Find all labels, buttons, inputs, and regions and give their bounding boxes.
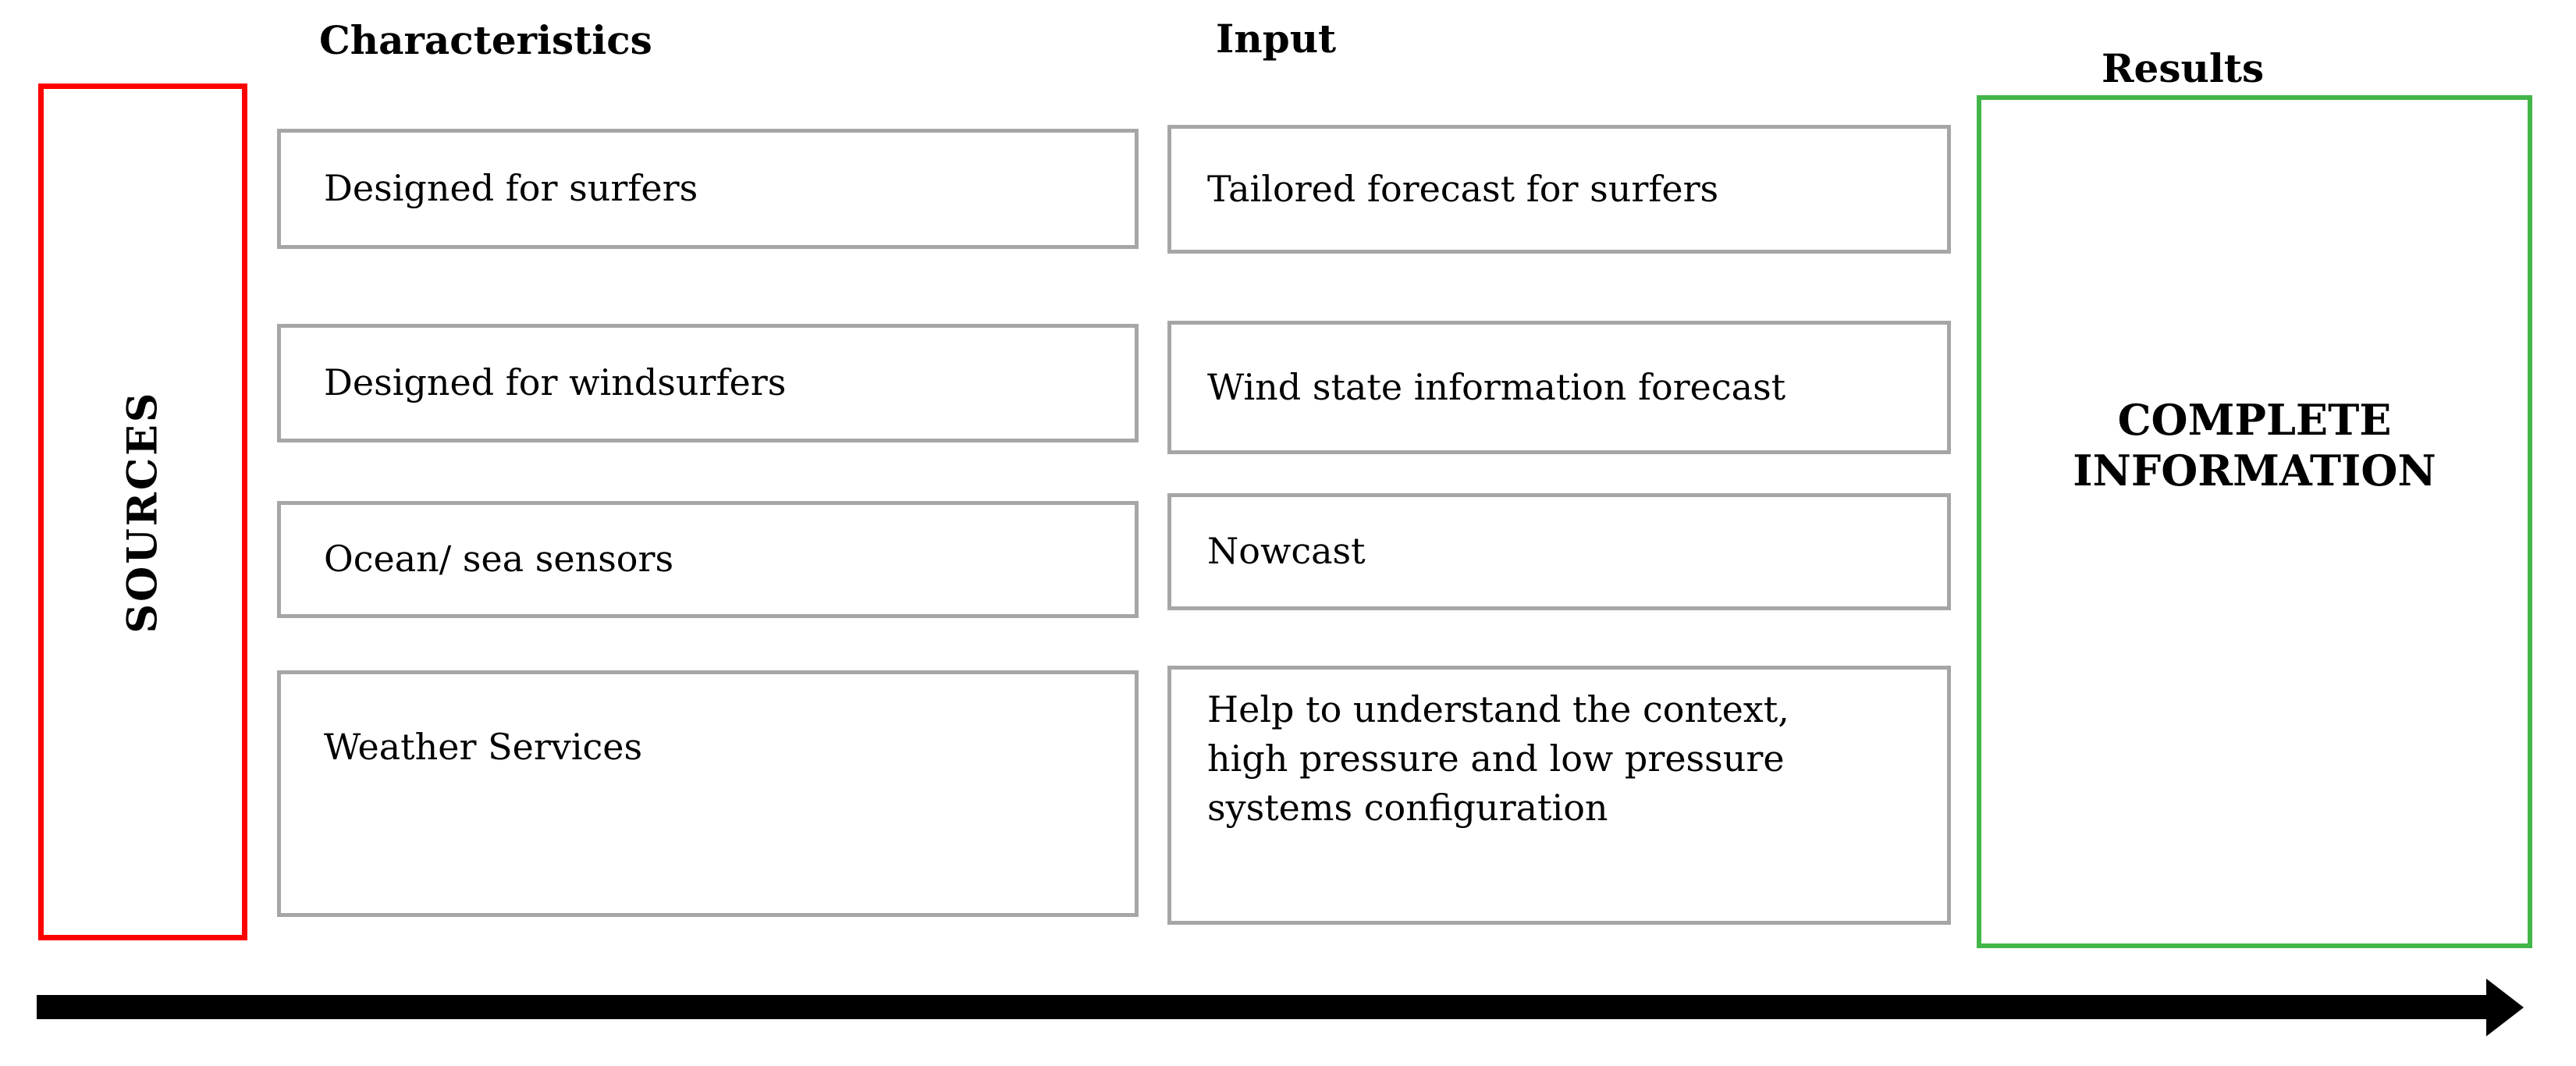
input-item-context-pressure-systems: Help to understand the context, high pre… [1167,666,1951,925]
item-label: Ocean/ sea sensors [324,538,674,581]
item-label: Help to understand the context, high pre… [1207,688,1789,830]
complete-information-label: COMPLETE INFORMATION [2073,395,2436,496]
characteristics-item-weather-services: Weather Services [277,670,1139,917]
item-label: Tailored forecast for surfers [1207,167,1719,210]
item-label: Weather Services [324,726,643,768]
characteristics-item-designed-for-surfers: Designed for surfers [277,129,1139,249]
item-label: Designed for windsurfers [324,361,787,404]
timeline-arrow-head-icon [2486,979,2524,1036]
characteristics-item-designed-for-windsurfers: Designed for windsurfers [277,324,1139,442]
item-label: Nowcast [1207,530,1366,573]
column-header-input: Input [1216,16,1337,62]
column-header-results: Results [2102,45,2265,91]
input-item-nowcast: Nowcast [1167,493,1951,610]
sources-label: SOURCES [119,390,167,634]
input-item-tailored-forecast: Tailored forecast for surfers [1167,125,1951,254]
item-label: Designed for surfers [324,167,698,210]
timeline-arrow-shaft [37,995,2487,1019]
characteristics-item-ocean-sea-sensors: Ocean/ sea sensors [277,501,1139,618]
results-box: COMPLETE INFORMATION [1977,95,2532,948]
sources-box: SOURCES [38,84,247,940]
item-label: Wind state information forecast [1207,365,1786,408]
column-header-characteristics: Characteristics [319,17,652,63]
input-item-wind-state-forecast: Wind state information forecast [1167,321,1951,454]
